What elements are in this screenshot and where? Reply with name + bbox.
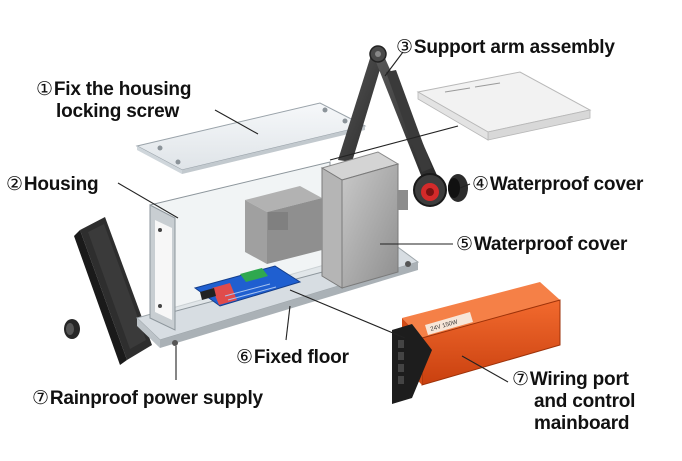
label-text: Rainproof power supply (49, 388, 263, 409)
label-number: ⑥ (236, 346, 253, 368)
label-text: Waterproof cover (473, 234, 628, 255)
label-number: ① (36, 78, 53, 100)
label-text-line1: Wiring port (529, 369, 629, 390)
label-waterproof-cover-side: ⑤Waterproof cover (456, 233, 627, 256)
support-arm (338, 45, 447, 207)
control-board (193, 265, 302, 307)
leader-wiring-port (461, 355, 509, 383)
orange-power-supply: 24V 150W (392, 282, 561, 404)
label-text: Fixed floor (253, 347, 349, 368)
round-waterproof-cap (448, 174, 468, 202)
label-number: ⑤ (456, 233, 473, 255)
label-number: ⑦ (32, 387, 49, 409)
leader-housing (117, 182, 179, 219)
label-text-line2: and control (534, 391, 636, 412)
label-support-arm-assembly: ③Support arm assembly (396, 36, 615, 59)
leader-round-cap (459, 183, 471, 189)
label-number: ④ (472, 173, 489, 195)
label-waterproof-cover-round: ④Waterproof cover (472, 173, 643, 196)
label-number: ② (6, 173, 23, 195)
label-fix-housing-screw: ①Fix the housing locking screw (36, 78, 226, 123)
rainproof-side-panel (74, 217, 152, 365)
leader-board-to-psu (289, 289, 406, 339)
leader-fixed-floor (285, 305, 291, 341)
label-text: Waterproof cover (489, 174, 644, 195)
label-text-line3: mainboard (534, 413, 630, 434)
top-glass-plate (135, 102, 367, 174)
leader-cover-plate (329, 125, 459, 161)
label-number: ③ (396, 36, 413, 58)
label-rainproof-power-supply: ⑦Rainproof power supply (32, 387, 263, 410)
white-cover-plate (416, 71, 592, 141)
leader-fix-screw (214, 109, 259, 135)
label-housing: ②Housing (6, 173, 99, 196)
label-text: Housing (23, 174, 99, 195)
label-text: Support arm assembly (413, 37, 615, 58)
leader-lines (117, 51, 509, 383)
motor-block (245, 151, 408, 289)
label-wiring-port-mainboard: ⑦Wiring port and control mainboard (512, 368, 672, 435)
label-text-line1: Fix the housing (53, 79, 192, 100)
label-number: ⑦ (512, 368, 529, 390)
label-fixed-floor: ⑥Fixed floor (236, 346, 349, 369)
leader-support-arm (384, 51, 404, 77)
label-text-line2: locking screw (56, 101, 180, 122)
small-grommet (64, 319, 80, 339)
